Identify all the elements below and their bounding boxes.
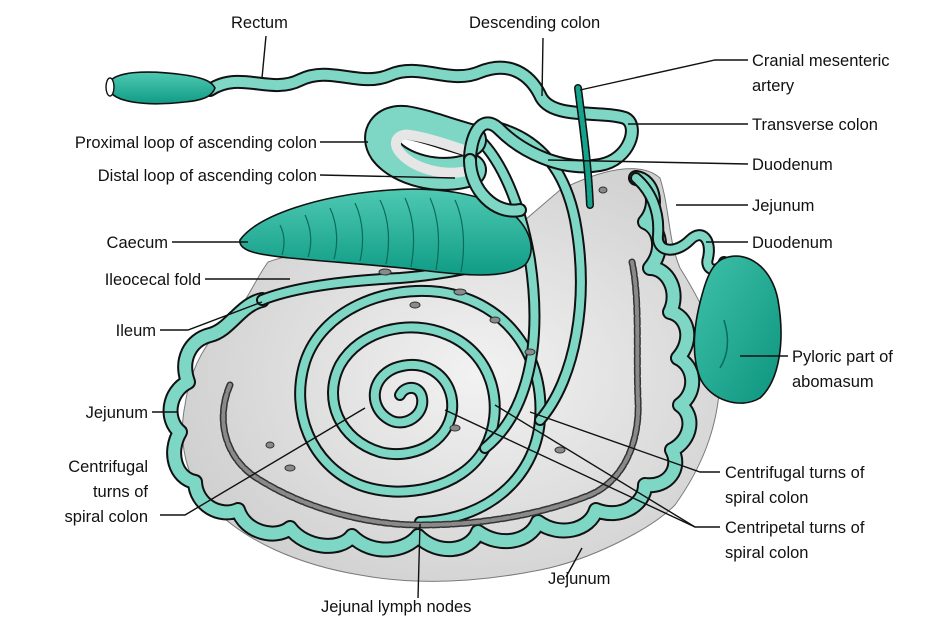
- label-pyloric-line2: abomasum: [792, 373, 874, 391]
- label-centripetal-line1: Centripetal turns of: [725, 519, 865, 537]
- label-descending-colon: Descending colon: [469, 14, 600, 32]
- label-jejunum-bottom: Jejunum: [548, 570, 610, 588]
- rectum-end: [106, 72, 215, 104]
- label-jejunum-right: Jejunum: [752, 197, 814, 215]
- label-jejunal-lymph-nodes: Jejunal lymph nodes: [321, 598, 471, 616]
- label-centripetal-line2: spiral colon: [725, 544, 808, 562]
- label-cranial-mesenteric-artery-line2: artery: [752, 77, 795, 95]
- label-pyloric-line1: Pyloric part of: [792, 348, 893, 366]
- label-centrifugal-left-line2: turns of: [93, 483, 148, 501]
- label-duodenum-lower: Duodenum: [752, 234, 833, 252]
- label-caecum: Caecum: [107, 234, 168, 252]
- label-jejunum-left: Jejunum: [86, 404, 148, 422]
- label-distal-loop: Distal loop of ascending colon: [98, 167, 317, 185]
- label-ileum: Ileum: [116, 322, 156, 340]
- label-cranial-mesenteric-artery-line1: Cranial mesenteric: [752, 52, 890, 70]
- label-centrifugal-right-line2: spiral colon: [725, 489, 808, 507]
- label-transverse-colon: Transverse colon: [752, 116, 878, 134]
- label-ileocecal-fold: Ileocecal fold: [105, 271, 201, 289]
- proximal-loop-ascending-colon: [381, 122, 470, 174]
- label-rectum: Rectum: [231, 14, 288, 32]
- pyloric-part-of-abomasum: [694, 256, 781, 403]
- label-centrifugal-right-line1: Centrifugal turns of: [725, 464, 865, 482]
- label-centrifugal-left-line1: Centrifugal: [68, 458, 148, 476]
- label-duodenum-upper: Duodenum: [752, 156, 833, 174]
- label-centrifugal-left-line3: spiral colon: [65, 508, 148, 526]
- label-proximal-loop: Proximal loop of ascending colon: [75, 134, 317, 152]
